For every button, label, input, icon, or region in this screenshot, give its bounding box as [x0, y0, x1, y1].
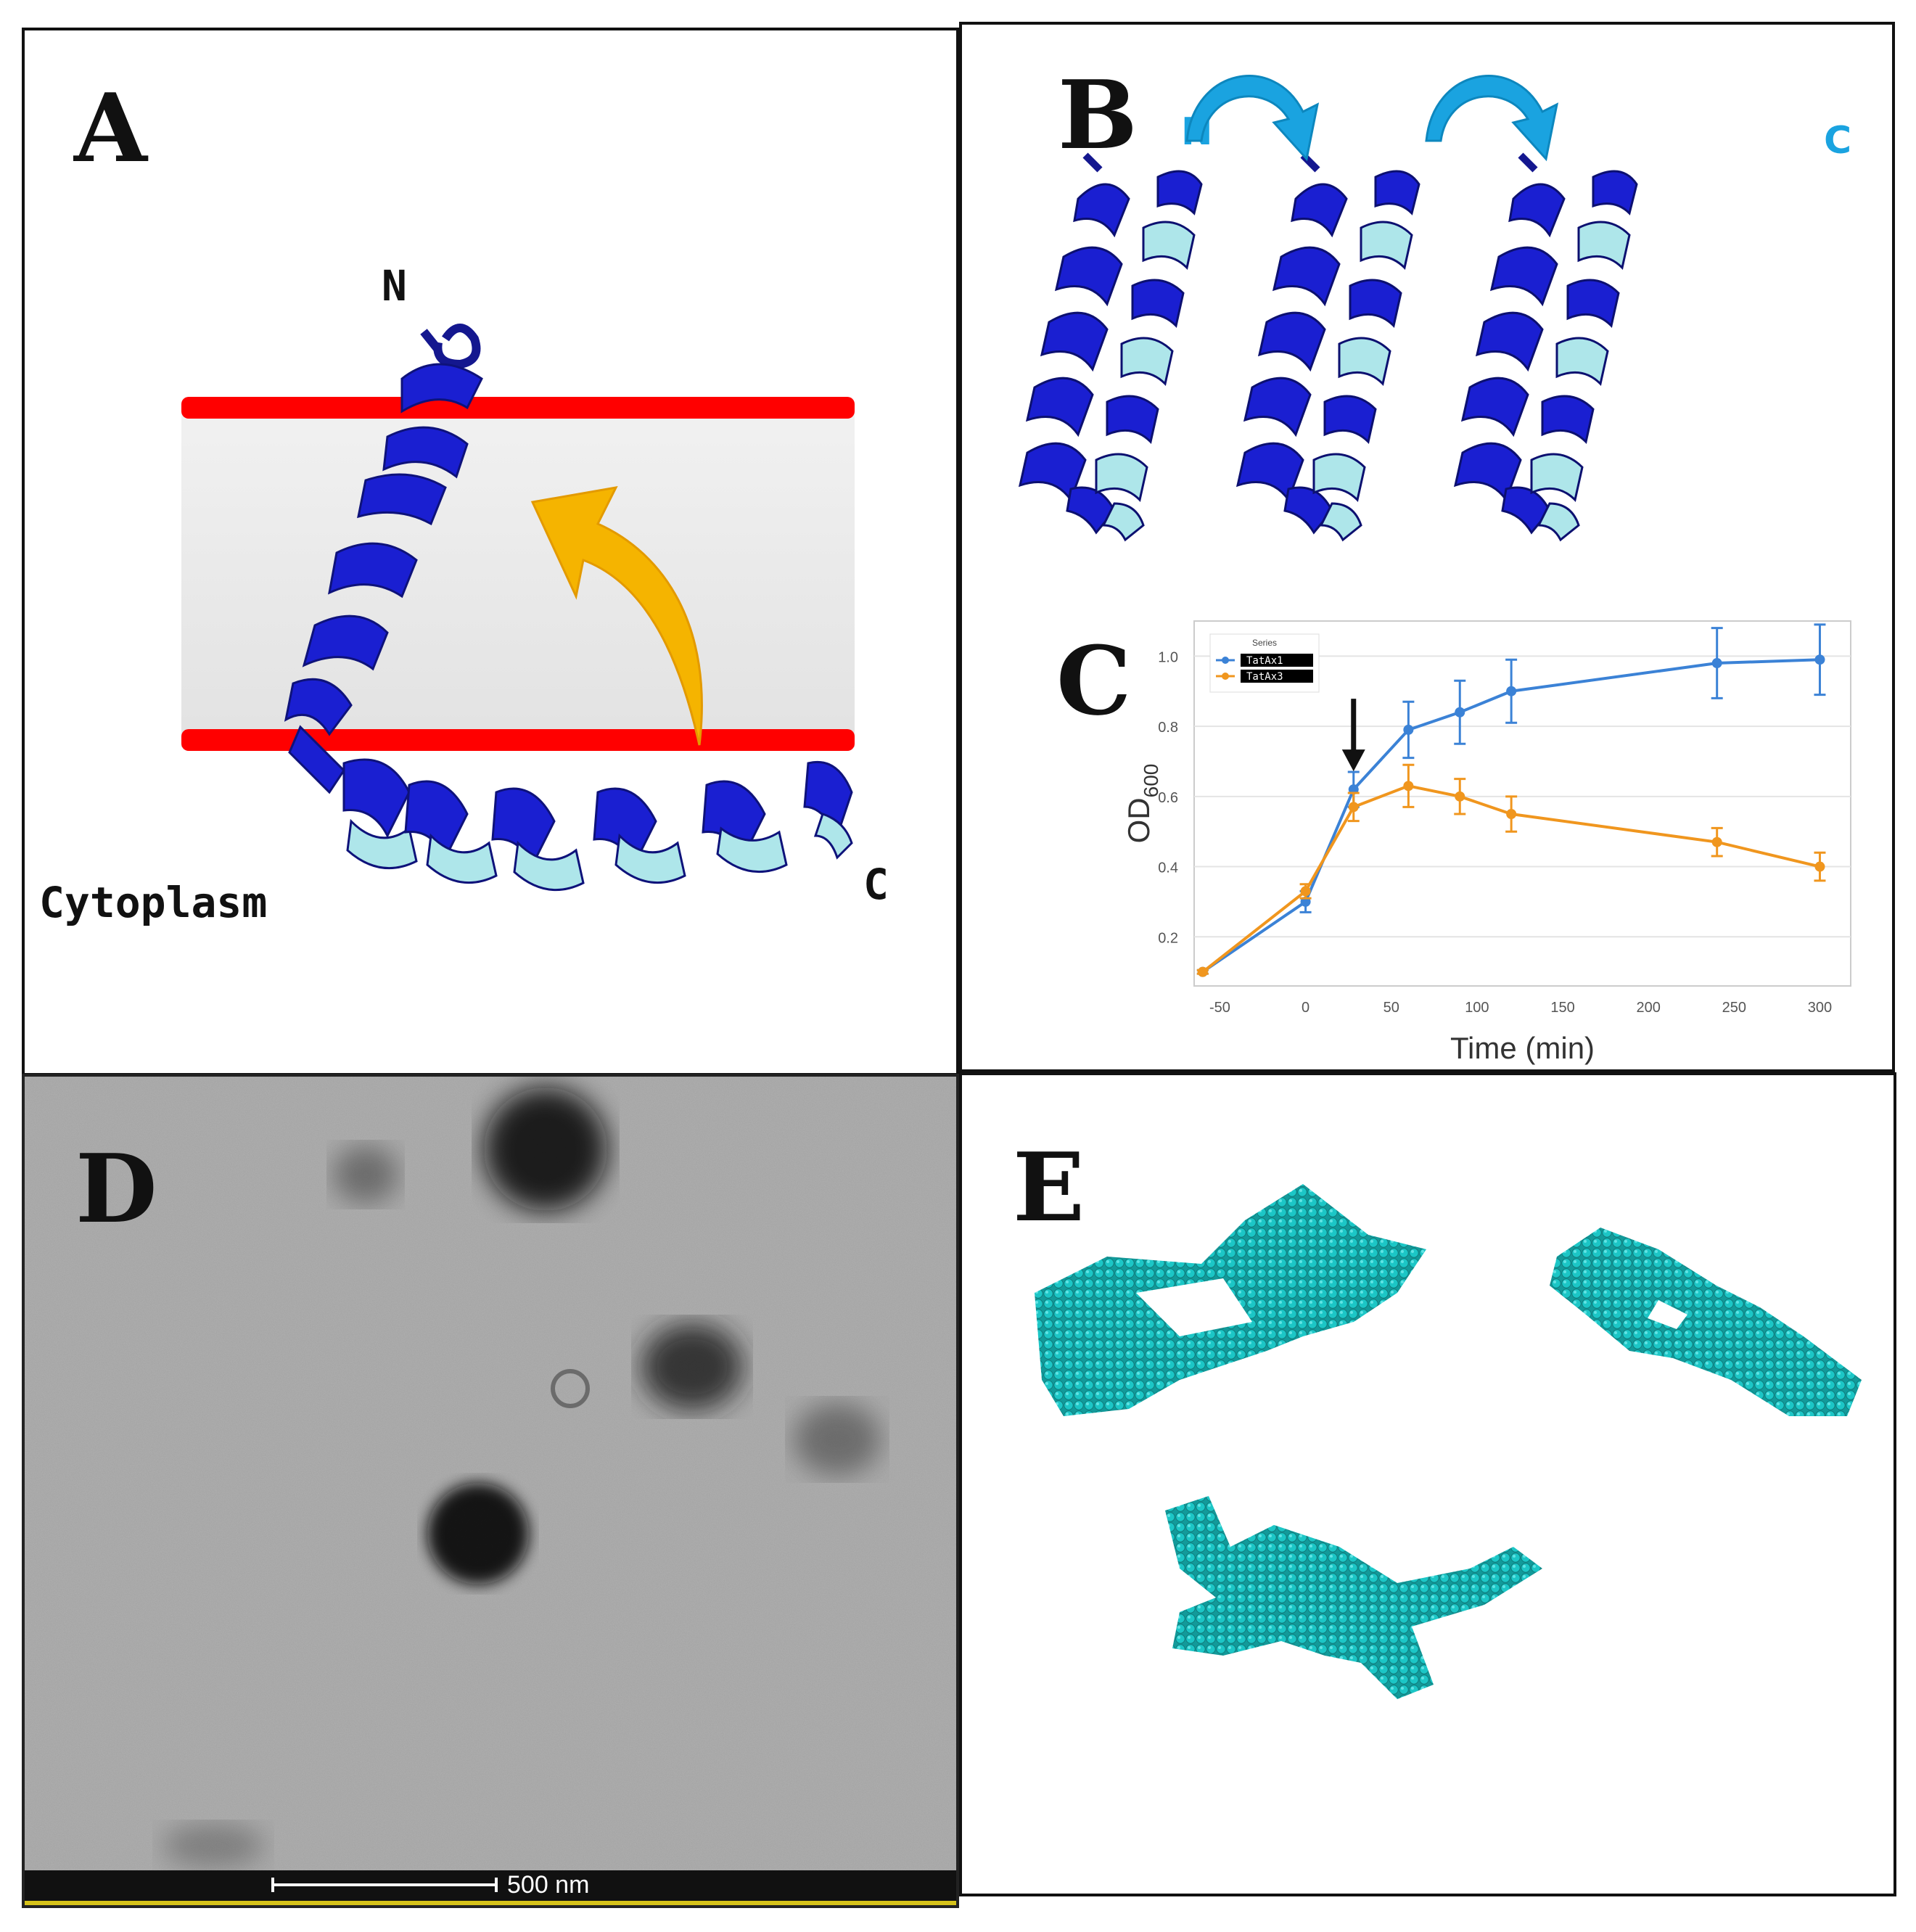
scale-bar-label: 500 nm — [507, 1871, 590, 1899]
y-tick-label: 0.2 — [1158, 930, 1178, 946]
data-point — [1300, 886, 1311, 897]
series-line — [1201, 784, 1820, 974]
bead-model-3 — [1165, 1496, 1542, 1699]
annotation-arrow-head — [1341, 749, 1365, 772]
x-tick-label: 300 — [1808, 1000, 1832, 1016]
bead-model-1 — [1035, 1184, 1426, 1416]
data-point — [1455, 707, 1465, 718]
x-tick-label: -50 — [1209, 1000, 1230, 1016]
y-axis-label-subscript: 600 — [1140, 764, 1162, 798]
panel-b: B N C C 0.20.40.60.81.0-5005010015020025… — [959, 22, 1895, 1072]
panel-d: D 500 nm — [22, 1074, 959, 1908]
connection-arrow-2 — [1425, 75, 1559, 162]
panel-a-label: A — [74, 73, 147, 184]
membrane-top-boundary — [181, 397, 855, 419]
particle-cluster — [333, 1146, 398, 1204]
x-tick-label: 50 — [1383, 1000, 1399, 1016]
particle-cluster — [794, 1403, 881, 1476]
data-point — [1403, 781, 1414, 792]
x-tick-label: 150 — [1550, 1000, 1574, 1016]
data-point — [1814, 654, 1825, 665]
x-axis-label: Time (min) — [1450, 1031, 1595, 1065]
growth-curve-chart: 0.2 0.4 0.6 0.8 1.0 -50 0 50 100 150 200 250 300Time… — [1122, 620, 1851, 1065]
data-point — [1814, 861, 1825, 872]
panel-b-label: B — [1058, 59, 1138, 170]
panel-c-label: C — [1056, 625, 1132, 736]
small-vesicle — [551, 1369, 590, 1408]
x-tick-label: 0 — [1302, 1000, 1309, 1016]
legend-label-bg — [1241, 654, 1313, 667]
data-point — [1348, 802, 1359, 813]
membrane-helix-diagram — [181, 324, 855, 892]
membrane-bottom-boundary — [181, 729, 855, 751]
tem-micrograph — [25, 1077, 956, 1905]
x-tick-label: 200 — [1636, 1000, 1660, 1016]
particle-cluster — [641, 1323, 743, 1410]
legend-label-bg — [1241, 670, 1313, 683]
particle-cluster — [163, 1824, 264, 1867]
x-tick-label: 250 — [1722, 1000, 1746, 1016]
data-point — [1711, 836, 1722, 847]
legend-entry: TatAx3 — [1246, 671, 1283, 683]
y-tick-label: 0.6 — [1158, 790, 1178, 806]
data-point — [1403, 724, 1414, 735]
legend-marker — [1222, 657, 1229, 664]
panel-d-label: D — [75, 1133, 157, 1244]
transmembrane-helix — [284, 324, 483, 794]
x-tick-label: 100 — [1465, 1000, 1489, 1016]
data-point — [1455, 791, 1465, 802]
data-point — [1711, 658, 1722, 669]
data-point — [1197, 966, 1208, 977]
particle-cluster — [484, 1088, 607, 1211]
data-point — [1506, 686, 1517, 696]
panel-e: E — [959, 1072, 1896, 1896]
connection-arrow-1 — [1185, 75, 1320, 162]
c-terminus-label-b: C — [1824, 119, 1852, 163]
cytoplasm-label: Cytoplasm — [39, 878, 268, 927]
scale-bar-line — [271, 1878, 498, 1892]
helix-hairpin-unit — [1018, 152, 1203, 542]
legend-entry: TatAx1 — [1246, 655, 1283, 667]
bead-model-2 — [1550, 1228, 1862, 1416]
spherical-particle — [427, 1483, 529, 1584]
y-tick-label: 0.4 — [1158, 860, 1178, 876]
panel-e-label: E — [1013, 1132, 1085, 1243]
helical-hairpin-repeats — [1018, 75, 1895, 591]
n-terminus-label: N — [382, 261, 407, 311]
bead-models — [1035, 1184, 1862, 1699]
legend-title: Series — [1252, 638, 1277, 648]
y-axis-label: OD600 — [1122, 764, 1162, 844]
c-terminus-label: C — [863, 860, 889, 909]
y-tick-label: 1.0 — [1158, 649, 1178, 665]
insertion-arrow — [530, 486, 703, 746]
panel-a: A — [22, 28, 959, 1076]
amphipathic-helix — [342, 758, 853, 892]
series-line — [1201, 658, 1820, 974]
scale-bar: 500 nm — [25, 1870, 956, 1905]
data-point — [1506, 809, 1517, 820]
y-tick-label: 0.8 — [1158, 720, 1178, 736]
legend-marker — [1222, 673, 1229, 680]
lipid-bilayer — [181, 408, 855, 747]
